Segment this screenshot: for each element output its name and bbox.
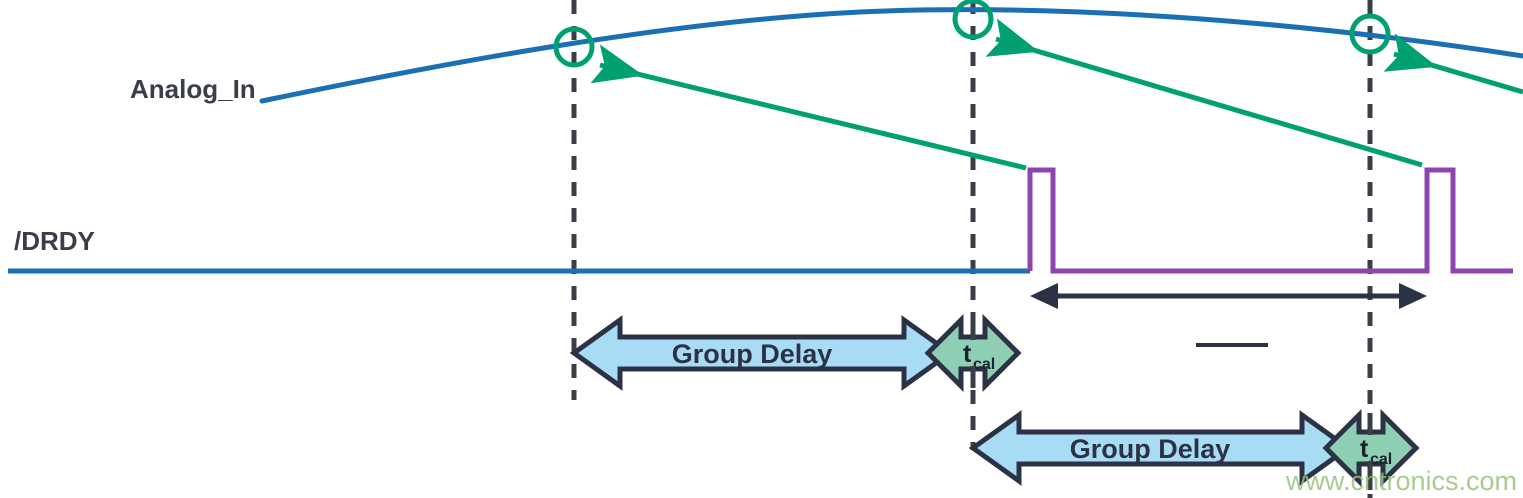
annotation-arrow-3	[1383, 33, 1523, 95]
analog-in-curve	[259, 7, 1523, 104]
dashed-overlay-segments	[970, 318, 1373, 490]
annotation-arrows	[590, 18, 1523, 171]
dashed-guide-lines	[571, 0, 1373, 498]
tcal-2-subscript: cal	[1370, 451, 1392, 468]
odr-period-arrowhead-left	[1030, 283, 1058, 309]
watermark-text: www.cntronics.com	[1285, 466, 1517, 496]
annotation-arrow-1	[590, 44, 1027, 171]
tcal-2-label: t	[1360, 435, 1369, 463]
analog-in-label: Analog_In	[130, 74, 256, 104]
drdy-label: /DRDY	[14, 226, 95, 256]
tcal-2: t cal	[1322, 408, 1420, 488]
group-delay-2-label: Group Delay	[1070, 434, 1231, 464]
drdy-pulse-train	[1027, 167, 1513, 274]
odr-period	[1030, 283, 1427, 347]
annotation-arrow-2	[985, 18, 1423, 168]
group-delay-1-label: Group Delay	[672, 339, 833, 369]
tcal-1-subscript: cal	[973, 356, 995, 373]
odr-period-arrowhead-right	[1399, 283, 1427, 309]
group-delay-1: Group Delay	[569, 315, 955, 391]
tcal-1: t cal	[924, 313, 1022, 393]
tcal-2-shape	[1322, 408, 1420, 488]
analog-in-waveform	[259, 7, 1523, 104]
drdy-waveform	[8, 167, 1513, 274]
tcal-1-label: t	[963, 340, 972, 368]
tcal-1-shape	[924, 313, 1022, 393]
